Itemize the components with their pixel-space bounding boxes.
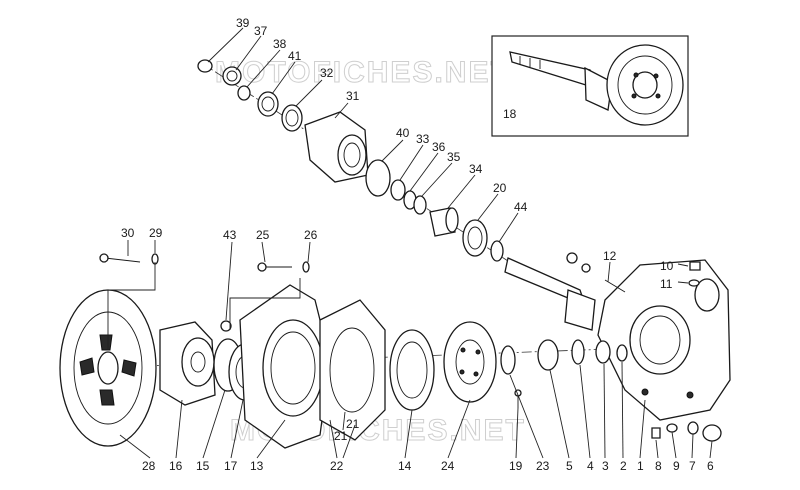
part-43-washer <box>220 320 232 332</box>
label-29: 29 <box>149 226 163 240</box>
part-14-bearing <box>389 329 435 411</box>
label-11: 11 <box>660 277 673 291</box>
label-12: 12 <box>603 249 617 263</box>
label-3: 3 <box>602 459 609 473</box>
label-34: 34 <box>469 162 483 176</box>
label-41: 41 <box>288 49 302 63</box>
part-10-bolt <box>689 261 701 271</box>
label-4: 4 <box>587 459 594 473</box>
part-7-oring <box>687 421 699 435</box>
label-38: 38 <box>273 37 287 51</box>
part-39-nut <box>197 59 213 73</box>
label-39: 39 <box>236 16 250 30</box>
label-17: 17 <box>224 459 238 473</box>
part-5-bearing <box>537 339 559 371</box>
label-1: 1 <box>637 459 644 473</box>
part-22-cover <box>319 299 386 441</box>
label-9: 9 <box>673 459 680 473</box>
part-44-washer <box>490 240 504 262</box>
part-16-hub <box>159 321 216 406</box>
part-23-shim <box>500 345 516 375</box>
part-6-plug <box>702 424 722 442</box>
part-13-flange <box>239 284 331 449</box>
part-34-spacer <box>429 207 459 237</box>
leader-lines <box>107 27 713 459</box>
label-32: 32 <box>320 66 334 80</box>
label-30: 30 <box>121 226 135 240</box>
label-14: 14 <box>398 459 412 473</box>
callout-labels: 39 37 38 41 32 31 18 40 33 36 35 34 20 4… <box>121 16 714 473</box>
part-40-oring <box>365 159 391 197</box>
part-3-ring <box>595 340 611 364</box>
label-24: 24 <box>441 459 455 473</box>
label-36: 36 <box>432 140 446 154</box>
label-21-right: 21 <box>346 417 360 431</box>
part-33-ring <box>390 179 406 201</box>
label-6: 6 <box>707 459 714 473</box>
part-11-washer <box>688 279 700 287</box>
part-9-washer <box>666 423 678 433</box>
label-37: 37 <box>254 24 268 38</box>
label-7: 7 <box>689 459 696 473</box>
label-10: 10 <box>660 259 674 273</box>
label-2: 2 <box>620 459 627 473</box>
label-16: 16 <box>169 459 183 473</box>
part-1-casing <box>597 259 731 421</box>
part-31-housing <box>304 111 369 183</box>
part-35-ring <box>413 195 427 215</box>
part-25-bolt <box>257 262 292 272</box>
pinion-shaft <box>504 252 596 331</box>
label-18: 18 <box>503 107 517 121</box>
label-31: 31 <box>346 89 360 103</box>
label-8: 8 <box>655 459 662 473</box>
label-33: 33 <box>416 132 430 146</box>
part-26-washer <box>302 261 310 273</box>
part-32-bearing <box>281 104 303 132</box>
label-23: 23 <box>536 459 550 473</box>
label-28: 28 <box>142 459 156 473</box>
part-19-screw <box>514 389 522 408</box>
inset-box-gear-set <box>491 35 689 137</box>
label-21-left: 21 <box>334 429 348 443</box>
label-44: 44 <box>514 200 528 214</box>
watermark-top: MOTOFICHES.NET <box>215 56 511 89</box>
part-24-ring-gear <box>443 321 497 403</box>
label-20: 20 <box>493 181 507 195</box>
part-2-ring <box>616 344 628 362</box>
label-5: 5 <box>566 459 573 473</box>
part-20-bearing <box>462 219 488 257</box>
label-25: 25 <box>256 228 270 242</box>
part-30-bolt <box>99 253 141 263</box>
label-19: 19 <box>509 459 523 473</box>
part-4-ring <box>571 339 585 365</box>
label-26: 26 <box>304 228 318 242</box>
label-35: 35 <box>447 150 461 164</box>
label-15: 15 <box>196 459 210 473</box>
label-22: 22 <box>330 459 344 473</box>
part-37-sleeve <box>222 66 242 86</box>
label-43: 43 <box>223 228 237 242</box>
label-13: 13 <box>250 459 264 473</box>
part-41-bearing <box>257 91 279 117</box>
part-28-brake-disc <box>59 289 157 447</box>
label-40: 40 <box>396 126 410 140</box>
part-38-washer <box>237 85 251 101</box>
part-8-plug <box>651 427 661 439</box>
